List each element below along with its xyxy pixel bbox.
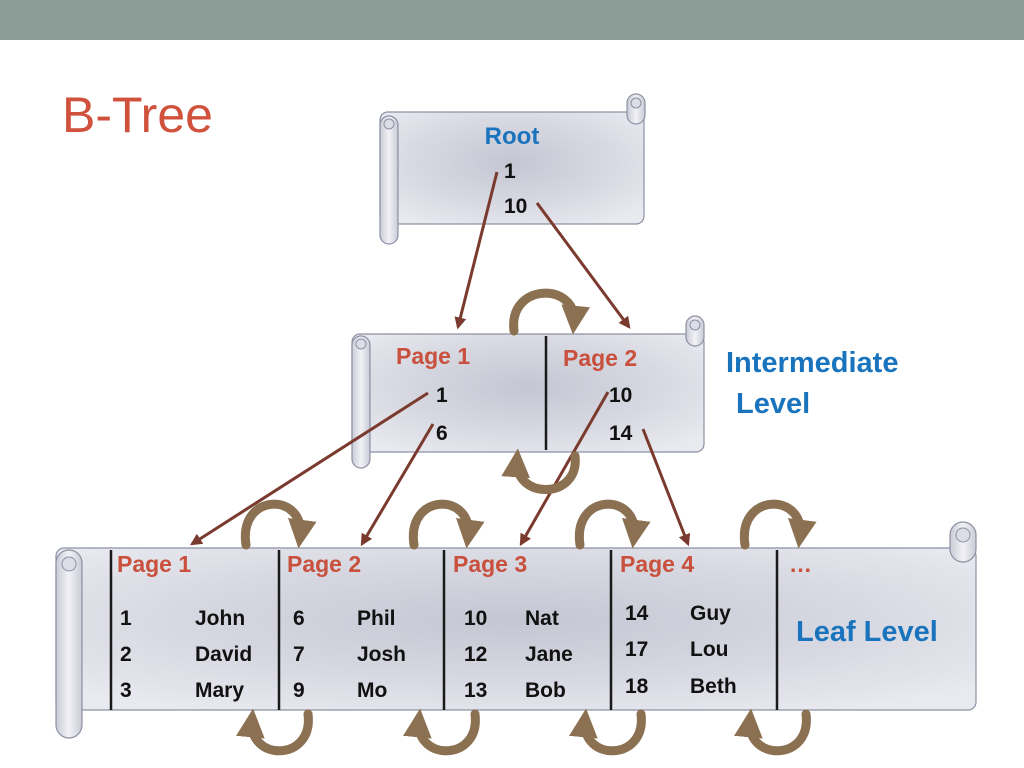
leaf-page-3-row-1-name: Nat (525, 607, 559, 630)
intermediate-page-1-key-2: 6 (436, 422, 448, 445)
leaf-page-3-row-2-name: Jane (525, 643, 573, 666)
leaf-page-1-label: Page 1 (117, 551, 191, 577)
pointer-arrows (189, 171, 691, 547)
leaf-page-3-row-3-id: 13 (464, 679, 487, 702)
top-bar (0, 0, 1024, 40)
intermediate-to-leaf-page-3-arrow (519, 391, 610, 547)
leaf-forward-link-arrow (739, 499, 817, 550)
leaf-page-2-row-2-id: 7 (293, 643, 305, 666)
root-to-intermediate-page-1-arrow (454, 171, 499, 330)
leaf-page-2-row-3-name: Mo (357, 679, 387, 702)
leaf-page-2-row-1-name: Phil (357, 607, 396, 630)
leaf-forward-link-arrow (574, 499, 651, 550)
leaf-backward-link-arrow (236, 708, 313, 756)
leaf-page-1-row-1-id: 1 (120, 607, 132, 630)
intermediate-page-1-key-1: 1 (436, 384, 448, 407)
intermediate-scroll (351, 315, 705, 469)
leaf-page-1-row-1-name: John (195, 607, 245, 630)
root-to-intermediate-page-2-arrow (535, 202, 631, 329)
leaf-page-4-row-2-name: Lou (690, 638, 728, 661)
leaf-page-2-row-1-id: 6 (293, 607, 305, 630)
leaf-page-4-row-1-id: 14 (625, 602, 649, 625)
leaf-backward-link-arrow (734, 708, 811, 756)
leaf-page-2-label: Page 2 (287, 551, 361, 577)
root-label: Root (485, 123, 540, 150)
leaf-backward-link-arrow (403, 708, 480, 756)
leaf-page-1-row-2-name: David (195, 643, 252, 666)
leaf-page-4-label: Page 4 (620, 551, 694, 577)
root-key-2: 10 (504, 195, 527, 218)
leaf-forward-link-arrow (240, 499, 317, 550)
leaf-backward-link-arrow (569, 708, 646, 756)
intermediate-page-2-label: Page 2 (563, 345, 637, 371)
root-scroll (379, 93, 646, 245)
intermediate-page-2-key-1: 10 (609, 384, 632, 407)
root-key-1: 1 (504, 160, 516, 183)
leaf-page-4-row-3-name: Beth (690, 675, 737, 698)
leaf-more-label: … (789, 551, 812, 577)
leaf-page-2-row-3-id: 9 (293, 679, 305, 702)
leaf-page-1-row-3-name: Mary (195, 679, 244, 702)
intermediate-page-2-key-2: 14 (609, 422, 633, 445)
leaf-page-2-row-2-name: Josh (357, 643, 406, 666)
leaf-page-4-row-3-id: 18 (625, 675, 649, 698)
intermediate-to-leaf-page-1-arrow (189, 391, 429, 546)
leaf-page-1-row-3-id: 3 (120, 679, 132, 702)
leaf-page-3-row-1-id: 10 (464, 607, 487, 630)
leaf-page-3-row-3-name: Bob (525, 679, 566, 702)
leaf-page-3-row-2-id: 12 (464, 643, 487, 666)
intermediate-level-label-line2: Level (736, 388, 810, 420)
leaf-page-4-row-1-name: Guy (690, 602, 731, 625)
intermediate-to-leaf-page-2-arrow (360, 423, 435, 547)
intermediate-backward-link-arrow (501, 448, 580, 494)
sibling-links (236, 288, 817, 756)
leaf-page-3-label: Page 3 (453, 551, 527, 577)
intermediate-to-leaf-page-4-arrow (641, 428, 691, 547)
leaf-page-1-row-2-id: 2 (120, 643, 132, 666)
intermediate-level-label: Intermediate (726, 347, 898, 379)
leaf-page-4-row-2-id: 17 (625, 638, 648, 661)
leaf-scroll (55, 521, 977, 739)
leaf-level-label: Leaf Level (796, 616, 938, 648)
intermediate-page-1-label: Page 1 (396, 343, 470, 369)
intermediate-forward-link-arrow (509, 288, 590, 336)
slide-title: B-Tree (62, 87, 213, 143)
leaf-forward-link-arrow (408, 499, 485, 550)
